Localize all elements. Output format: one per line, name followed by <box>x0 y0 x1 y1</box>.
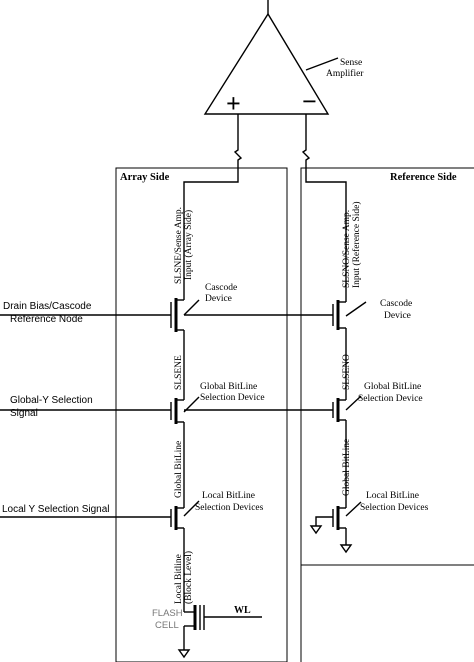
reference-input-wire <box>301 114 347 290</box>
reference-local-select-label-line1: Local BitLine <box>366 491 419 501</box>
array-node-label: SLSENE <box>174 355 184 390</box>
array-local-select-label-line1: Local BitLine <box>202 491 255 501</box>
reference-input-label-line2: Input (Reference Side) <box>351 201 362 288</box>
array-local-bitline-label-line2: (Block Level) <box>183 551 194 604</box>
array-input-label-line2: Input (Array Side) <box>183 210 194 280</box>
ground-icon <box>339 544 353 554</box>
global-y-label-line1: Global-Y Selection <box>10 395 93 406</box>
ground-icon <box>177 649 191 659</box>
reference-local-gate-wire <box>315 516 333 526</box>
flash-cell-transistor <box>183 605 262 650</box>
reference-global-select-transistor <box>184 395 362 508</box>
array-cascode-transistor <box>0 290 200 400</box>
reference-global-select-label-line1: Global BitLine <box>364 382 421 392</box>
reference-input-label-line1: SLSNO/Sense Amp. <box>342 210 352 288</box>
array-global-select-transistor <box>0 396 200 508</box>
amp-label-line2: Amplifier <box>326 68 364 79</box>
local-y-label: Local Y Selection Signal <box>2 504 110 515</box>
drain-bias-label-line1: Drain Bias/Cascode <box>3 301 92 312</box>
amp-minus-sign: − <box>302 87 317 116</box>
amp-label-pointer <box>305 57 339 71</box>
array-local-select-transistor <box>0 500 200 612</box>
amp-input-wires <box>183 114 347 290</box>
array-input-label-line1: SLSNE/Sense Amp. <box>174 207 184 284</box>
amp-label-line1: Sense <box>340 58 362 68</box>
array-global-select-label-line2: Selection Device <box>200 393 265 403</box>
array-side-title: Array Side <box>120 172 170 183</box>
wordline-label: WL <box>234 605 251 616</box>
reference-cascode-label-line1: Cascode <box>380 299 412 309</box>
array-side-box <box>115 167 288 662</box>
reference-input-label: SLSNO/Sense Amp. Input (Reference Side) <box>342 201 362 288</box>
reference-cascode-transistor <box>184 290 367 400</box>
reference-side-title: Reference Side <box>390 172 457 183</box>
reference-side-box-top <box>300 167 474 662</box>
array-cascode-label-line2: Device <box>205 294 232 304</box>
reference-local-select-label-line2: Selection Devices <box>360 503 429 513</box>
global-y-label-line2: Signal <box>10 408 38 419</box>
flash-cell-label-line2: CELL <box>155 620 179 631</box>
ground-icon <box>309 525 323 535</box>
array-local-bitline-label-line1: Local Bitline <box>174 554 184 604</box>
amp-plus-sign: + <box>226 89 241 118</box>
array-global-select-label-line1: Global BitLine <box>200 382 257 392</box>
array-global-bitline-label: Global BitLine <box>174 441 184 498</box>
array-local-select-label-line2: Selection Devices <box>195 503 264 513</box>
sense-amplifier: Sense Amplifier + − <box>203 0 364 118</box>
amp-triangle <box>203 12 330 115</box>
array-input-wire <box>183 114 243 290</box>
reference-global-bitline-label: Global BitLine <box>342 439 352 496</box>
reference-local-select-transistor <box>315 501 362 545</box>
drain-bias-label-line2: Reference Node <box>10 314 83 325</box>
flash-cell-label-line1: FLASH <box>152 608 183 619</box>
array-cascode-label-line1: Cascode <box>205 283 237 293</box>
array-input-label: SLSNE/Sense Amp. Input (Array Side) <box>174 207 194 284</box>
reference-node-label: SLSENO <box>342 354 352 390</box>
reference-cascode-label-line2: Device <box>384 311 411 321</box>
reference-global-select-label-line2: Selection Device <box>358 394 423 404</box>
